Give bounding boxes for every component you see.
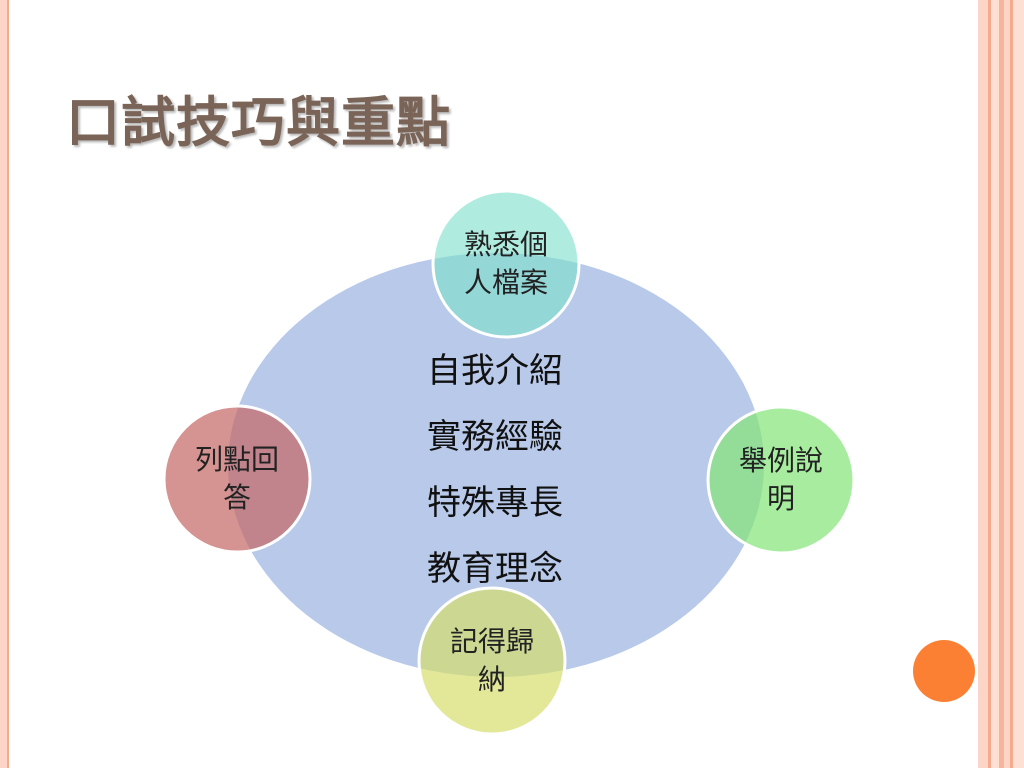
satellite-left-line1: 列點回 [194,443,279,476]
left-border-decoration [0,0,9,768]
satellite-right-label: 舉例說 明 [721,442,841,518]
hub-text: 自我介紹 實務經驗 特殊專長 教育理念 [385,338,605,602]
satellite-top [431,189,581,339]
hub-ellipse [228,253,764,677]
satellite-bottom [417,586,567,736]
satellite-bottom-label: 記得歸 納 [432,623,552,699]
hub-line: 自我介紹 [427,351,563,391]
satellite-top-label: 熟悉個 人檔案 [446,226,566,302]
right-border-decoration [978,0,1024,768]
satellite-left-line2: 答 [222,481,251,514]
satellite-right-line1: 舉例說 [738,444,823,477]
satellite-right [706,405,856,555]
satellite-top-line2: 人檔案 [463,266,548,299]
satellite-left-label: 列點回 答 [177,441,297,517]
satellite-bottom-line2: 納 [477,663,506,696]
hub-line: 實務經驗 [427,417,563,457]
satellite-right-line2: 明 [766,482,795,515]
satellite-left [162,404,312,554]
accent-dot [913,640,975,702]
satellite-bottom-line1: 記得歸 [449,625,534,658]
slide-title: 口試技巧與重點 [66,91,451,154]
satellite-top-line1: 熟悉個 [463,228,548,261]
hub-line: 特殊專長 [427,483,563,523]
hub-line: 教育理念 [427,549,563,589]
